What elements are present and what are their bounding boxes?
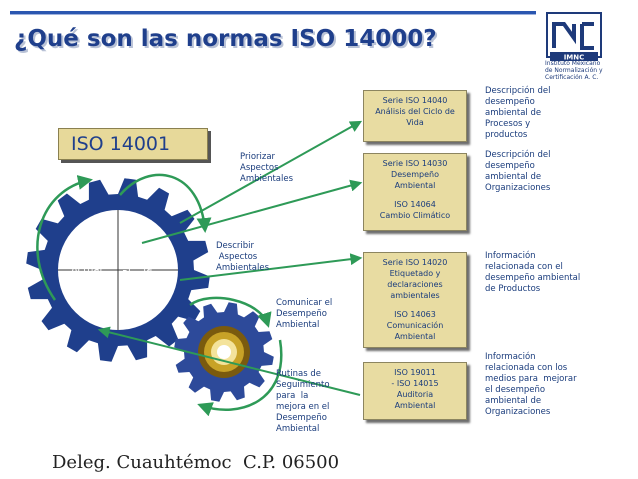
label-line: Desempeño [276, 309, 327, 319]
iso-14001-label: ISO 14001 [58, 128, 208, 160]
description-14030: Descripción del desempeño ambiental de O… [485, 150, 610, 194]
imnc-logo-icon: IMNC [546, 12, 602, 62]
box-line [364, 301, 466, 309]
box-line: Serie ISO 14020 [382, 258, 448, 267]
arrow-from-19011 [97, 326, 361, 396]
label-line: Ambiental [276, 424, 320, 434]
box-line [364, 191, 466, 199]
series-box-19011: ISO 19011 - ISO 14015 Auditoria Ambienta… [363, 362, 467, 420]
description-14040: Descripción del desempeño ambiental de P… [485, 86, 610, 141]
series-box-14020: Serie ISO 14020 Etiquetado y declaracion… [363, 252, 467, 348]
label-describir: Describir Aspectos Ambientales [216, 241, 269, 274]
desc-line: Información [485, 352, 536, 362]
box-line: ISO 14064 [394, 200, 436, 209]
label-line: Ambientales [240, 174, 294, 184]
desc-line: Procesos y [485, 119, 531, 129]
logo-subtitle-line: de Normalización y [545, 67, 603, 74]
label-rutinas: Rutinas de Seguimiento para la mejora en… [276, 369, 330, 435]
box-line: ambientales [390, 291, 440, 300]
desc-line: desempeño [485, 161, 535, 171]
desc-line: Organizaciones [485, 407, 551, 417]
logo-subtitle-line: Certificación A. C. [545, 74, 599, 81]
arrow-to-series-14030 [141, 179, 363, 244]
box-line: Serie ISO 14040 [382, 96, 448, 105]
box-line: Vida [406, 118, 424, 127]
box-line: Ambiental [394, 181, 436, 190]
desc-line: ambiental de [485, 396, 542, 406]
logo-acronym: IMNC [564, 54, 585, 62]
cycle-arrow-small-top [189, 296, 272, 328]
quadrant-actuar: Actuar [71, 265, 104, 276]
box-line: Serie ISO 14030 [382, 159, 448, 168]
footer-address: Deleg. Cuauhtémoc C.P. 06500 [52, 452, 340, 473]
quadrant-hacer: Hacer [128, 293, 158, 304]
label-priorizar: Priorizar Aspectos Ambientales [240, 152, 293, 185]
quadrant-planificar: Planificar [122, 269, 169, 280]
quadrant-verificar: Verificar [67, 293, 109, 304]
desc-line: Información [485, 251, 536, 261]
box-line: Análisis del Ciclo de [375, 107, 455, 116]
box-line: Comunicación [386, 321, 444, 330]
description-19011: Información relacionada con los medios p… [485, 352, 610, 418]
box-line: Ambiental [394, 332, 436, 341]
title-rule [10, 11, 536, 15]
label-line: Describir [216, 241, 254, 251]
desc-line: ambiental de [485, 108, 542, 118]
desc-line: relacionada con el [485, 262, 563, 272]
label-line: Desempeño [276, 413, 327, 423]
label-line: para la [276, 391, 309, 401]
label-comunicar: Comunicar el Desempeño Ambiental [276, 298, 332, 331]
desc-line: relacionada con los [485, 363, 568, 373]
label-line: Priorizar [240, 152, 276, 162]
series-box-14040: Serie ISO 14040 Análisis del Ciclo de Vi… [363, 90, 467, 142]
label-line: Rutinas de [276, 369, 321, 379]
desc-line: Descripción del [485, 150, 551, 160]
desc-line: el desempeño [485, 385, 546, 395]
label-line: Ambientales [216, 263, 270, 273]
label-line: Aspectos [240, 163, 279, 173]
box-line: Auditoria [396, 390, 434, 399]
label-line: Seguimiento [276, 380, 330, 390]
desc-line: Descripción del [485, 86, 551, 96]
label-line: Ambiental [276, 320, 320, 330]
slide-title: ¿Qué son las normas ISO 14000? [14, 26, 437, 52]
label-line: Comunicar el [276, 298, 333, 308]
box-line: Cambio Climático [379, 211, 451, 220]
logo-subtitle: Instituto Mexicano de Normalización y Ce… [545, 60, 603, 81]
box-line: declaraciones [387, 280, 443, 289]
cycle-arrow-small-right [197, 339, 283, 417]
series-box-14030: Serie ISO 14030 Desempeño Ambiental ISO … [363, 153, 467, 231]
logo-subtitle-line: Instituto Mexicano [545, 60, 601, 67]
desc-line: de Productos [485, 284, 541, 294]
arrow-to-series-14020 [179, 253, 363, 281]
label-line: Aspectos [216, 252, 258, 262]
desc-line: Organizaciones [485, 183, 551, 193]
box-line: Desempeño [391, 170, 439, 179]
label-line: mejora en el [276, 402, 330, 412]
desc-line: ambiental de [485, 172, 542, 182]
box-line: ISO 14063 [394, 310, 436, 319]
box-line: Etiquetado y [389, 269, 441, 278]
desc-line: desempeño ambiental [485, 273, 581, 283]
arrow-to-series-14040 [179, 120, 363, 224]
box-line: ISO 19011 [394, 368, 436, 377]
box-line: - ISO 14015 [391, 379, 439, 388]
cycle-arrow-left [36, 175, 93, 301]
box-line: Ambiental [394, 401, 436, 410]
desc-line: medios para mejorar [485, 374, 577, 384]
desc-line: desempeño [485, 97, 535, 107]
small-gear-core [217, 345, 231, 359]
desc-line: productos [485, 130, 528, 140]
description-14020: Información relacionada con el desempeño… [485, 251, 610, 295]
